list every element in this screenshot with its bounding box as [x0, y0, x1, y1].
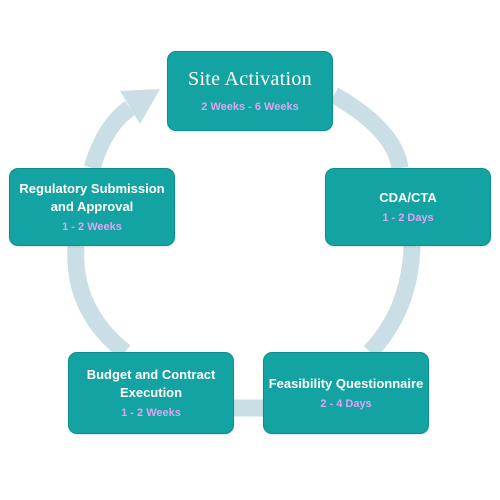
arc-cda-to-feasibility — [363, 245, 421, 358]
step-duration: 1 - 2 Weeks — [62, 220, 122, 233]
cycle-arrowhead — [120, 89, 160, 124]
arc-regulatory-to-site — [83, 100, 136, 171]
step-feasibility-questionnaire: Feasibility Questionnaire 2 - 4 Days — [263, 352, 429, 434]
arc-budget-to-regulatory — [67, 245, 131, 359]
step-title: Regulatory Submission and Approval — [19, 180, 165, 214]
step-budget-contract-execution: Budget and Contract Execution 1 - 2 Week… — [68, 352, 234, 434]
step-duration: 2 Weeks - 6 Weeks — [201, 101, 299, 113]
step-title: Site Activation — [188, 68, 312, 90]
step-title: Feasibility Questionnaire — [268, 375, 424, 391]
arc-site-to-cda — [329, 87, 409, 170]
step-cda-cta: CDA/CTA 1 - 2 Days — [325, 168, 491, 246]
step-title: Budget and Contract Execution — [86, 366, 216, 400]
step-regulatory-submission-approval: Regulatory Submission and Approval 1 - 2… — [9, 168, 175, 246]
step-duration: 1 - 2 Weeks — [121, 406, 181, 419]
step-site-activation: Site Activation 2 Weeks - 6 Weeks — [167, 51, 333, 131]
step-title: CDA/CTA — [379, 189, 437, 205]
step-duration: 1 - 2 Days — [382, 211, 434, 224]
step-duration: 2 - 4 Days — [320, 397, 372, 410]
